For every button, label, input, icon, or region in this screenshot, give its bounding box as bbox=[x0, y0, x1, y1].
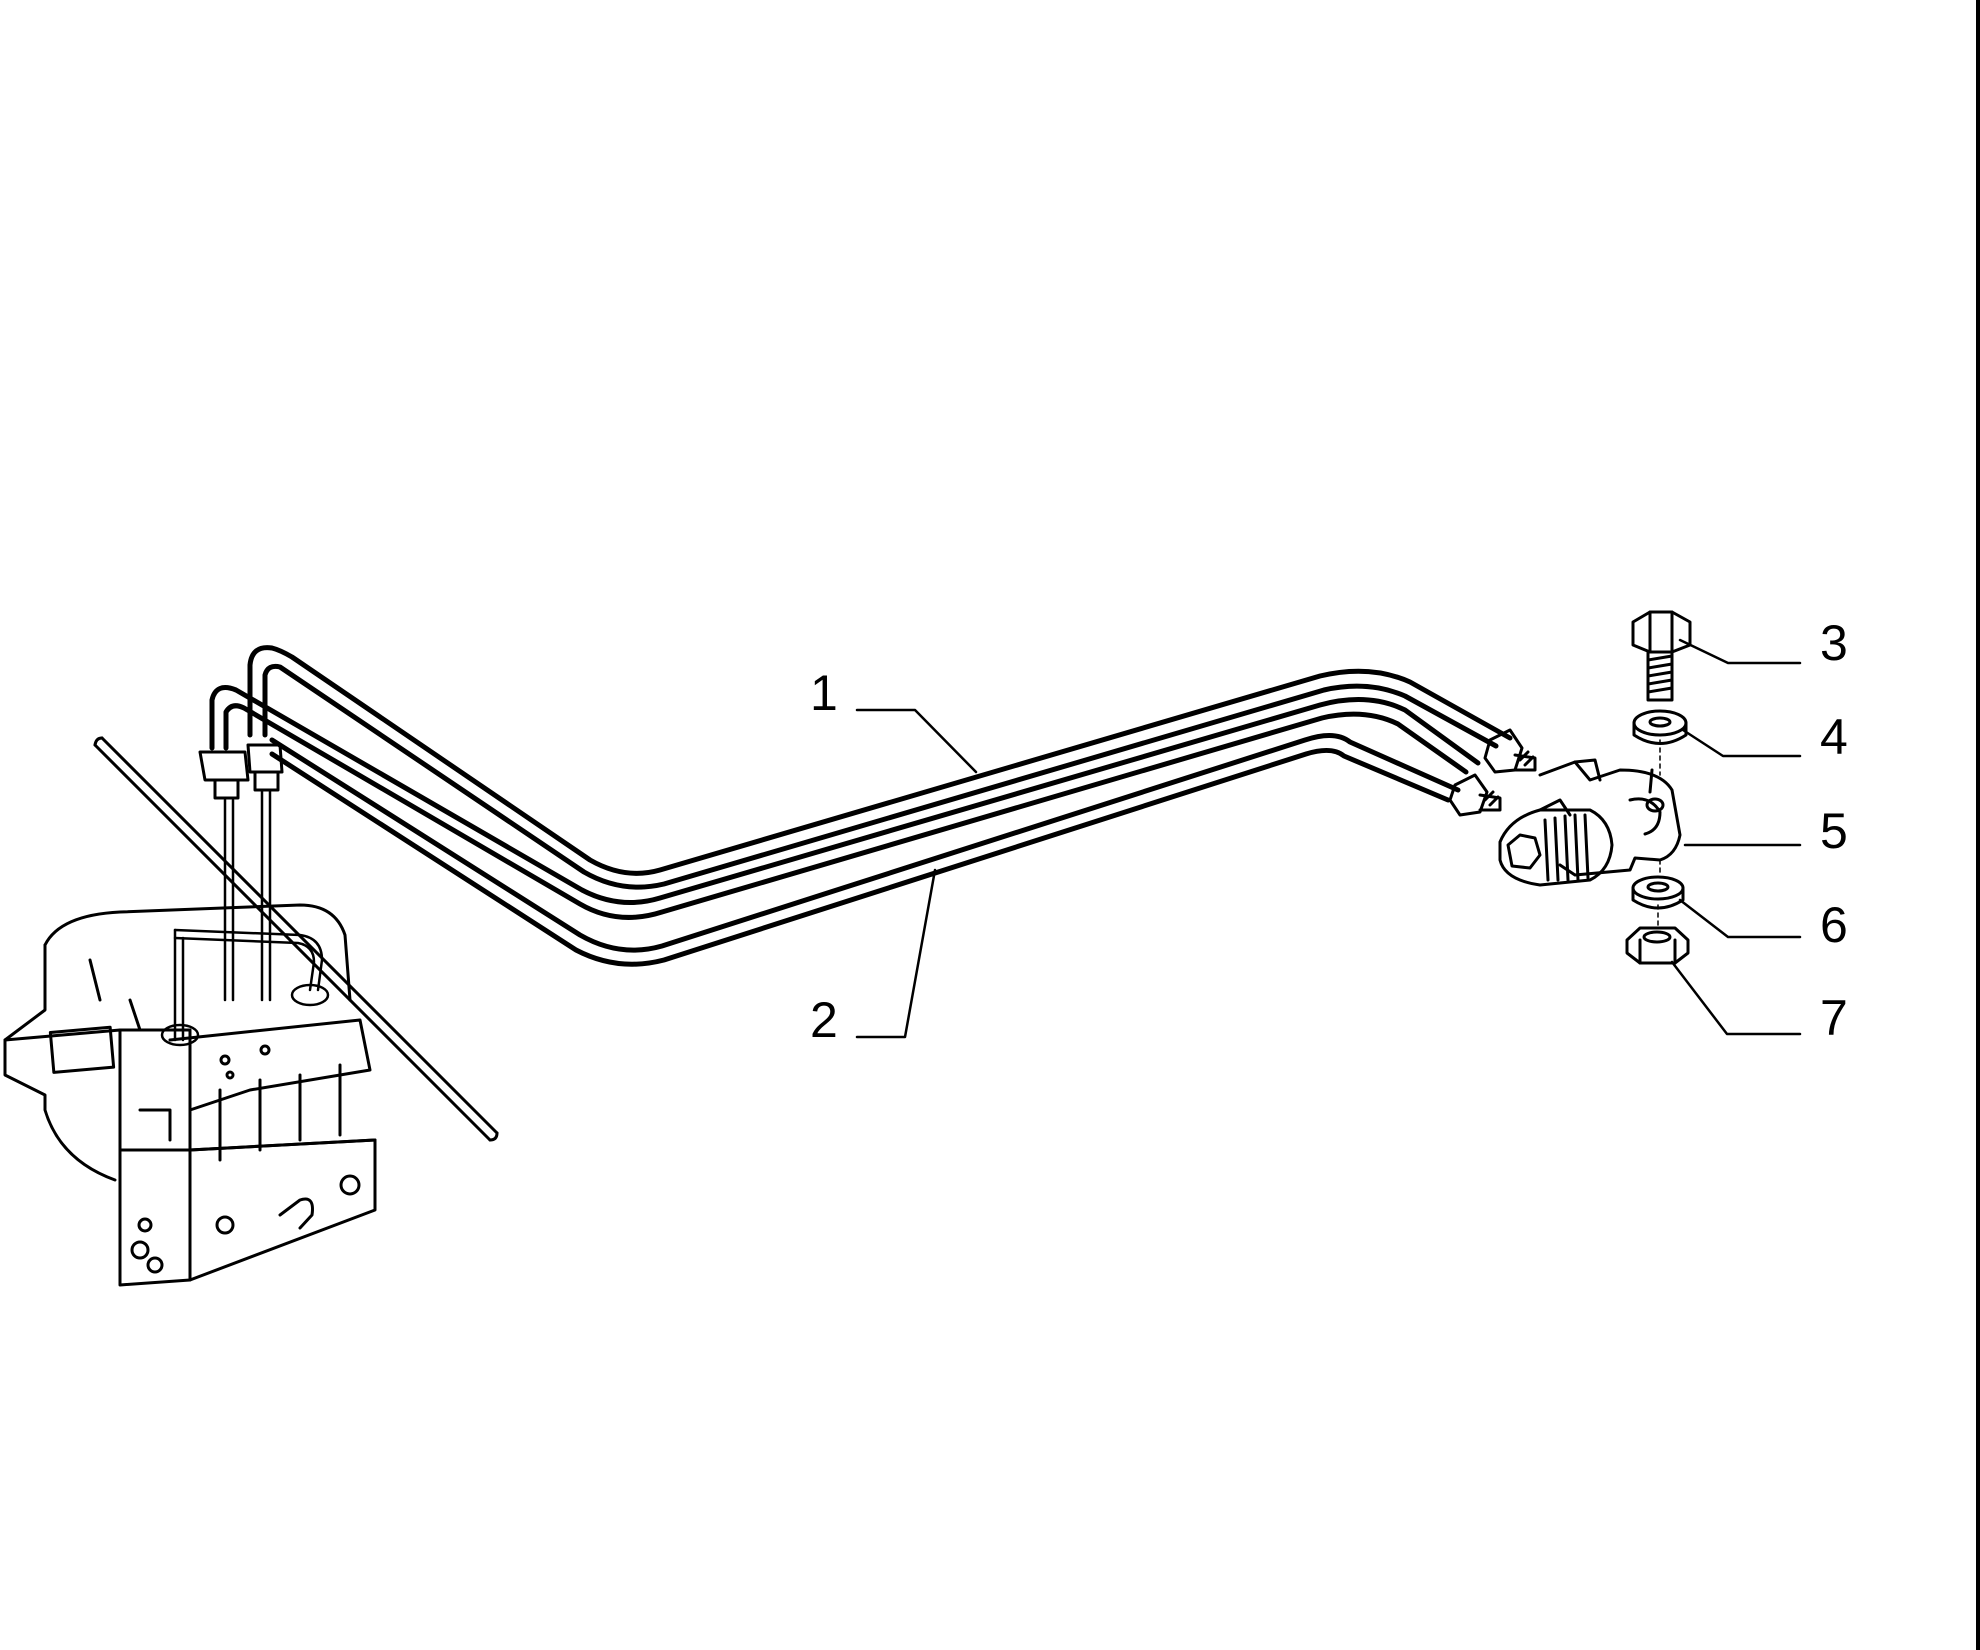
nut bbox=[1625, 926, 1690, 965]
callout-3: 3 bbox=[1820, 615, 1848, 671]
washer-upper bbox=[1632, 709, 1688, 745]
pipe-fittings-right bbox=[1448, 728, 1537, 817]
leader-lines bbox=[855, 638, 1802, 1039]
brake-pipe-3 bbox=[269, 733, 1461, 967]
callout-5: 5 bbox=[1820, 803, 1848, 859]
bolt bbox=[1631, 610, 1692, 702]
callout-4: 4 bbox=[1820, 709, 1848, 765]
brake-pipe-2 bbox=[209, 685, 1481, 920]
leader-4 bbox=[1681, 728, 1802, 758]
leader-1 bbox=[855, 708, 978, 774]
callout-2: 2 bbox=[810, 992, 838, 1048]
brake-pipe-1 bbox=[247, 645, 1513, 890]
support-rod bbox=[93, 736, 499, 1142]
regulator-valve bbox=[1498, 758, 1682, 887]
page-border-right bbox=[1976, 0, 1980, 1650]
callout-7: 7 bbox=[1820, 990, 1848, 1046]
leader-7 bbox=[1670, 960, 1802, 1036]
callout-1: 1 bbox=[810, 665, 838, 721]
washer-lower bbox=[1631, 875, 1685, 910]
callout-6: 6 bbox=[1820, 897, 1848, 953]
leader-2 bbox=[855, 868, 937, 1039]
abs-connecting-pipes bbox=[160, 788, 330, 1047]
fastener-axis bbox=[1657, 739, 1661, 926]
leader-3 bbox=[1678, 638, 1802, 665]
leader-6 bbox=[1678, 898, 1802, 939]
pipe-fittings-left bbox=[198, 743, 284, 800]
abs-hydraulic-unit bbox=[3, 903, 377, 1287]
